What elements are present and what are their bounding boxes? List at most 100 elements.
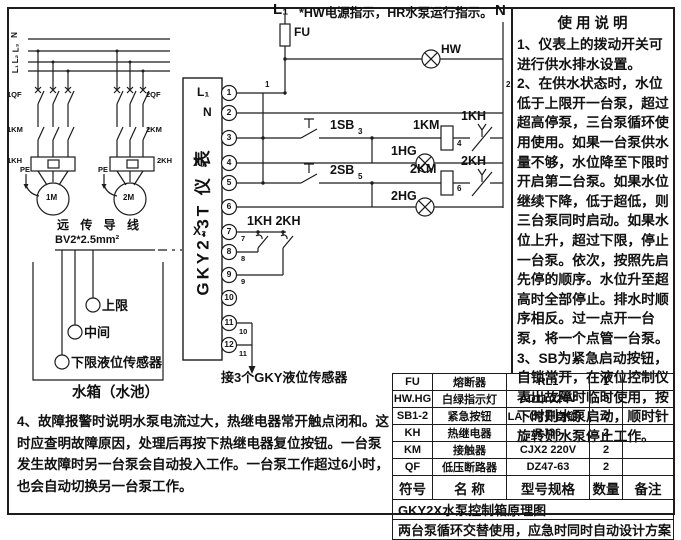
supply-n-label: N	[495, 2, 506, 19]
table-row: QF 低压断路器 DZ47-63 2	[392, 458, 674, 476]
terminal-number: 6	[226, 201, 232, 211]
header-qty: 数量	[589, 475, 623, 500]
phase-n-label: N	[9, 32, 19, 38]
terminal-number: 9	[226, 269, 232, 279]
cell-name: 紧急按钮	[432, 407, 507, 425]
terminal-number: 5	[226, 177, 232, 187]
sensor-lower-label: 下限液位传感器	[71, 355, 163, 370]
header-symbol: 符号	[392, 475, 433, 500]
wire-number: 10	[239, 327, 248, 336]
terminal-number: 2	[226, 107, 232, 117]
wire-number: 1	[265, 80, 270, 89]
wire-number: 5	[358, 172, 363, 181]
remote-wire-spec: BV2*2.5mm²	[55, 234, 120, 246]
phase-l1-label: L₁	[11, 64, 21, 74]
drawing-border	[7, 7, 675, 515]
wire-number: 9	[241, 277, 246, 286]
terminal-l1-label: L₁	[197, 85, 210, 99]
sensor-middle-label: 中间	[84, 325, 111, 340]
terminal-number: 12	[224, 339, 234, 349]
tank-caption: 水箱（水池）	[72, 385, 159, 401]
motor1-label: 1M	[46, 193, 58, 202]
drawing-subtitle: 两台泵循环交替使用，应急时同时自动设计方案	[392, 519, 674, 540]
table-row: HW.HG 白绿指示灯 AD11 220V 3	[392, 390, 674, 408]
table-header-row: 符号 名 称 型号规格 数量 备注	[392, 475, 674, 500]
breaker2-label: 2QF	[146, 90, 161, 99]
sensor-connection-note: 接3个GKY液位传感器	[221, 370, 348, 385]
table-row: KH 热继电器 RJ36 2	[392, 424, 674, 442]
pe2-label: PE	[98, 165, 109, 174]
header-name: 名 称	[432, 475, 507, 500]
wire-number: 2	[506, 80, 511, 89]
terminal-number: 8	[226, 246, 232, 256]
instruction-item-2: 2、在供水状态时，水位低于上限开一台泵，超过超高停泵，三台泵循环使用使用。如果一…	[517, 76, 669, 346]
terminal-x1-label: X₁	[193, 155, 206, 169]
cell-remark	[622, 441, 674, 459]
cell-qty: 2	[589, 424, 623, 442]
wire-number: 3	[358, 127, 363, 136]
cell-model: LA（常开自锁）	[506, 407, 590, 425]
contactor1-label: 1KM	[7, 125, 23, 134]
terminal-number: 11	[224, 317, 234, 327]
coil1-label: 1KM	[413, 118, 440, 132]
cell-name: 热继电器	[432, 424, 507, 442]
cell-model: DZ47-63	[506, 458, 590, 476]
cell-remark	[622, 390, 674, 408]
motor2-label: 2M	[123, 193, 135, 202]
cell-qty: 2	[589, 407, 623, 425]
cell-name: 白绿指示灯	[432, 390, 507, 408]
cell-name: 接触器	[432, 441, 507, 459]
junction-dots	[23, 49, 374, 234]
cell-model: RJ36	[506, 424, 590, 442]
overload2-label: 2KH	[157, 156, 173, 165]
instrument-box	[182, 77, 238, 361]
control-circuit	[237, 14, 504, 374]
wire-number: 4	[457, 139, 462, 148]
water-tank	[32, 249, 182, 381]
bom-table: FU 熔断器 RL1 1 HW.HG 白绿指示灯 AD11 220V 3 SB1…	[392, 373, 674, 540]
cell-qty: 3	[589, 390, 623, 408]
aux-contacts-label: 1KH 2KH	[247, 214, 301, 228]
button1-label: 1SB	[330, 118, 355, 132]
cell-remark	[622, 373, 674, 391]
cell-remark	[622, 407, 674, 425]
drawing-title: GKY2X水泵控制箱原理图	[392, 499, 674, 520]
usage-instructions-panel: 使 用 说 明 1、仪表上的拨动开关可进行供水排水设置。 2、在供水状态时，水位…	[511, 9, 672, 444]
table-subtitle-row: 两台泵循环交替使用，应急时同时自动设计方案	[392, 519, 674, 540]
terminal-number: 1	[226, 87, 232, 97]
breaker1-label: 1QF	[7, 90, 22, 99]
cell-symbol: KM	[392, 441, 433, 459]
schematic-page: { "drawing": { "top_annotation": "*HW电源指…	[7, 2, 675, 540]
cell-qty: 1	[589, 373, 623, 391]
cell-remark	[622, 424, 674, 442]
hw-lamp-label: HW	[441, 42, 461, 56]
circuit-linework	[23, 14, 504, 381]
thermal1-label: 1KH	[461, 109, 487, 123]
header-remark: 备注	[622, 475, 674, 500]
sensor-upper-label: 上限	[102, 298, 129, 313]
lamp1-label: 1HG	[391, 144, 417, 158]
thermal2-label: 2KH	[461, 154, 487, 168]
terminal-number: 7	[226, 226, 232, 236]
cell-model: CJX2 220V	[506, 441, 590, 459]
cell-symbol: KH	[392, 424, 433, 442]
contactor2-label: 2KM	[146, 125, 162, 134]
button2-label: 2SB	[330, 163, 355, 177]
fuse-label: FU	[294, 25, 310, 39]
overload1-label: 1KH	[7, 156, 23, 165]
cell-symbol: HW.HG	[392, 390, 433, 408]
power-circuit	[25, 38, 170, 216]
pe1-label: PE	[20, 165, 31, 174]
cell-name: 熔断器	[432, 373, 507, 391]
phase-l2-label: L₂	[11, 54, 21, 64]
table-row: SB1-2 紧急按钮 LA（常开自锁） 2	[392, 407, 674, 425]
instruction-item-1: 1、仪表上的拨动开关可进行供水排水设置。	[517, 37, 663, 72]
cell-remark	[622, 458, 674, 476]
indicator-annotation: *HW电源指示，HR水泵运行指示。	[299, 6, 493, 20]
remote-wire-label: 远 传 导 线	[57, 218, 144, 232]
terminal-n-label: N	[203, 105, 212, 119]
cell-symbol: SB1-2	[392, 407, 433, 425]
table-row: KM 接触器 CJX2 220V 2	[392, 441, 674, 459]
wire-number: 8	[241, 254, 246, 263]
wire-number: 6	[457, 184, 462, 193]
